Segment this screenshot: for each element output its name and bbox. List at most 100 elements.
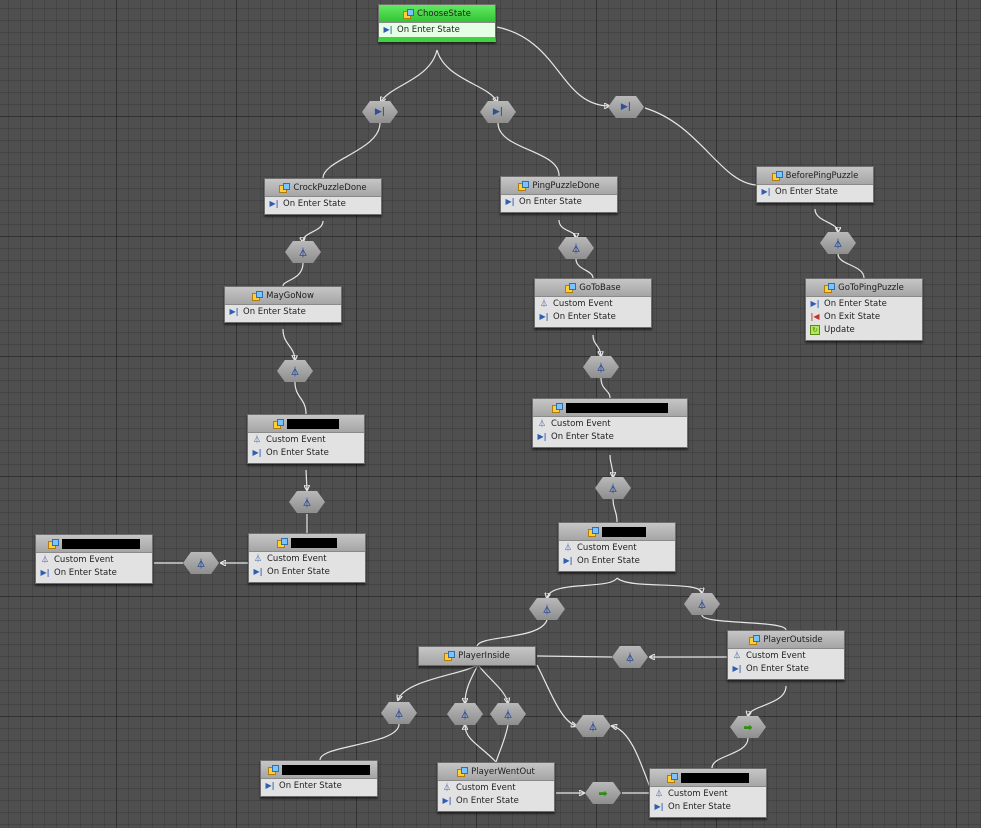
transition-diamond[interactable]: ⏃ bbox=[558, 237, 594, 259]
event-row[interactable]: ▶|On Enter State bbox=[383, 24, 460, 35]
wire bbox=[558, 219, 576, 238]
state-node-gotobase[interactable]: GoToBase ⏃Custom Event ▶|On Enter State bbox=[534, 278, 652, 328]
event-transition-icon: ⏃ bbox=[302, 498, 312, 509]
node-header[interactable]: PlayerInside bbox=[419, 647, 535, 665]
wire bbox=[436, 49, 497, 102]
transition-diamond[interactable]: ⏃ bbox=[529, 598, 565, 620]
state-node-redacted[interactable]: ⏃Custom Event ▶|On Enter State bbox=[532, 398, 688, 448]
state-node-playerwentout[interactable]: PlayerWentOut ⏃Custom Event ▶|On Enter S… bbox=[437, 762, 555, 812]
event-row[interactable]: ⏃Custom Event bbox=[733, 650, 806, 661]
state-node-redacted[interactable]: ⏃Custom Event ▶|On Enter State bbox=[248, 533, 366, 583]
node-header[interactable]: BeforePingPuzzle bbox=[757, 167, 873, 185]
transition-diamond[interactable]: ⏃ bbox=[583, 356, 619, 378]
event-row[interactable]: ⏃Custom Event bbox=[564, 542, 637, 553]
event-row[interactable]: ⏃Custom Event bbox=[41, 554, 114, 565]
transition-diamond[interactable]: ▶| bbox=[480, 101, 516, 123]
transition-diamond[interactable]: ➡ bbox=[585, 782, 621, 804]
state-icon bbox=[588, 526, 599, 537]
arrow-transition-icon: ➡ bbox=[598, 786, 608, 800]
transition-diamond[interactable]: ⏃ bbox=[575, 715, 611, 737]
state-node-playerinside[interactable]: PlayerInside bbox=[418, 646, 536, 666]
event-row[interactable]: ⏃Custom Event bbox=[538, 418, 611, 429]
node-header[interactable]: PlayerOutside bbox=[728, 631, 844, 649]
state-icon bbox=[771, 170, 783, 181]
state-icon bbox=[565, 282, 577, 293]
enter-state-icon: ▶| bbox=[537, 431, 547, 441]
state-node-redacted[interactable]: ⏃Custom Event ▶|On Enter State bbox=[247, 414, 365, 464]
event-row[interactable]: ▶|On Enter State bbox=[810, 298, 887, 309]
node-header[interactable] bbox=[36, 535, 152, 553]
transition-diamond[interactable]: ⏃ bbox=[277, 360, 313, 382]
enter-state-icon: ▶| bbox=[252, 447, 262, 457]
wire bbox=[814, 208, 838, 232]
event-row[interactable]: ▶|On Enter State bbox=[537, 431, 614, 442]
event-row[interactable]: ▶|On Enter State bbox=[563, 555, 640, 566]
transition-diamond[interactable]: ⏃ bbox=[612, 646, 648, 668]
state-node-gotopingpuzzle[interactable]: GoToPingPuzzle ▶|On Enter State |◀On Exi… bbox=[805, 278, 923, 341]
transition-diamond[interactable]: ⏃ bbox=[490, 703, 526, 725]
event-row[interactable]: ▶|On Enter State bbox=[253, 566, 330, 577]
transition-diamond[interactable]: ➡ bbox=[730, 716, 766, 738]
node-header[interactable] bbox=[650, 769, 766, 787]
state-node-crockpuzzledone[interactable]: CrockPuzzleDone ▶|On Enter State bbox=[264, 178, 382, 215]
transition-diamond[interactable]: ⏃ bbox=[820, 232, 856, 254]
node-header[interactable]: CrockPuzzleDone bbox=[265, 179, 381, 197]
event-row[interactable]: |◀On Exit State bbox=[810, 311, 881, 322]
state-node-redacted[interactable]: ⏃Custom Event ▶|On Enter State bbox=[649, 768, 767, 818]
event-row[interactable]: ▶|On Enter State bbox=[442, 795, 519, 806]
event-row[interactable]: ▶|On Enter State bbox=[40, 567, 117, 578]
event-row[interactable]: ▶|On Enter State bbox=[761, 186, 838, 197]
node-header[interactable]: GoToPingPuzzle bbox=[806, 279, 922, 297]
transition-diamond[interactable]: ▶| bbox=[362, 101, 398, 123]
state-node-redacted[interactable]: ⏃Custom Event ▶|On Enter State bbox=[35, 534, 153, 584]
wire bbox=[497, 122, 560, 177]
node-header[interactable]: PlayerWentOut bbox=[438, 763, 554, 781]
transition-diamond[interactable]: ⏃ bbox=[381, 702, 417, 724]
node-header[interactable]: PingPuzzleDone bbox=[501, 177, 617, 195]
event-row[interactable]: ▶|On Enter State bbox=[229, 306, 306, 317]
node-header[interactable]: MayGoNow bbox=[225, 287, 341, 305]
state-node-redacted[interactable]: ⏃Custom Event ▶|On Enter State bbox=[558, 522, 676, 572]
node-header[interactable]: ChooseState bbox=[379, 5, 495, 23]
state-node-maygonow[interactable]: MayGoNow ▶|On Enter State bbox=[224, 286, 342, 323]
transition-diamond[interactable]: ⏃ bbox=[447, 703, 483, 725]
event-row[interactable]: ▶|On Enter State bbox=[539, 311, 616, 322]
node-header[interactable] bbox=[249, 534, 365, 552]
enter-state-icon: ▶| bbox=[505, 196, 515, 206]
state-node-playeroutside[interactable]: PlayerOutside ⏃Custom Event ▶|On Enter S… bbox=[727, 630, 845, 680]
node-header[interactable]: GoToBase bbox=[535, 279, 651, 297]
event-row[interactable]: ⏃Custom Event bbox=[443, 782, 516, 793]
enter-state-icon: ▶| bbox=[654, 801, 664, 811]
state-node-choosestate[interactable]: ChooseState ▶|On Enter State bbox=[378, 4, 496, 42]
event-row[interactable]: ⏃Custom Event bbox=[253, 434, 326, 445]
arrow-transition-icon: ➡ bbox=[743, 720, 753, 734]
transition-diamond[interactable]: ⏃ bbox=[285, 241, 321, 263]
event-row[interactable]: ▶|On Enter State bbox=[265, 780, 342, 791]
exit-state-icon: |◀ bbox=[810, 311, 820, 321]
node-header[interactable] bbox=[248, 415, 364, 433]
event-row[interactable]: ▶|On Enter State bbox=[269, 198, 346, 209]
event-row[interactable]: ↻Update bbox=[806, 323, 922, 336]
state-node-pingpuzzledone[interactable]: PingPuzzleDone ▶|On Enter State bbox=[500, 176, 618, 213]
event-row[interactable]: ▶|On Enter State bbox=[654, 801, 731, 812]
event-row[interactable]: ▶|On Enter State bbox=[505, 196, 582, 207]
state-node-redacted[interactable]: ▶|On Enter State bbox=[260, 760, 378, 797]
transition-diamond[interactable]: ⏃ bbox=[595, 477, 631, 499]
transition-diamond[interactable]: ⏃ bbox=[289, 491, 325, 513]
transition-diamond[interactable]: ⏃ bbox=[183, 552, 219, 574]
wire bbox=[600, 377, 611, 399]
transition-diamond[interactable]: ▶| bbox=[608, 96, 644, 118]
node-header[interactable] bbox=[533, 399, 687, 417]
state-node-beforepingpuzzle[interactable]: BeforePingPuzzle ▶|On Enter State bbox=[756, 166, 874, 203]
node-header[interactable] bbox=[559, 523, 675, 541]
event-row[interactable]: ▶|On Enter State bbox=[252, 447, 329, 458]
transition-diamond[interactable]: ⏃ bbox=[684, 593, 720, 615]
event-row[interactable]: ⏃Custom Event bbox=[655, 788, 728, 799]
event-row[interactable]: ▶|On Enter State bbox=[732, 663, 809, 674]
node-header[interactable] bbox=[261, 761, 377, 779]
wire bbox=[465, 664, 479, 703]
enter-state-icon: ▶| bbox=[383, 24, 393, 34]
enter-state-icon: ▶| bbox=[442, 795, 452, 805]
event-row[interactable]: ⏃Custom Event bbox=[254, 553, 327, 564]
event-row[interactable]: ⏃Custom Event bbox=[540, 298, 613, 309]
